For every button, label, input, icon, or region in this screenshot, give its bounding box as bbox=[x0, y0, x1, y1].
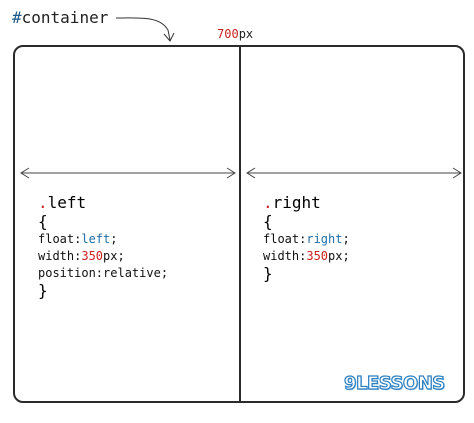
right-code-block: .right { float:right; width:350px; } bbox=[263, 193, 350, 283]
left-selector-name: left bbox=[47, 193, 87, 212]
left-float-line: float:left; bbox=[38, 232, 118, 246]
left-arrowhead-start bbox=[20, 167, 30, 179]
9lessons-logo: 9LESSONS bbox=[343, 372, 445, 394]
left-width-line: width:350px; bbox=[38, 249, 125, 263]
right-width-line: width:350px; bbox=[263, 249, 350, 263]
right-float-value: right bbox=[306, 232, 343, 246]
left-selector: .left bbox=[38, 193, 87, 212]
container-name: container bbox=[21, 8, 109, 27]
right-open-brace: { bbox=[263, 212, 273, 231]
right-width-value: 350 bbox=[306, 249, 329, 263]
right-close-brace: } bbox=[263, 264, 273, 283]
right-float-line: float:right; bbox=[263, 232, 350, 246]
right-arrowhead-start bbox=[246, 167, 256, 179]
left-code-block: .left { float:left; width:350px; positio… bbox=[38, 193, 168, 300]
container-pointer-arrowhead bbox=[163, 32, 175, 42]
hash-symbol: # bbox=[12, 8, 22, 27]
right-selector: .right bbox=[263, 193, 321, 212]
left-width-value: 350 bbox=[81, 249, 104, 263]
container-width-value: 700 bbox=[217, 27, 239, 41]
container-width-unit: px bbox=[238, 27, 254, 41]
container-label: #container bbox=[12, 8, 108, 27]
left-position-line: position:relative; bbox=[38, 266, 169, 280]
left-close-brace: } bbox=[38, 281, 48, 300]
right-selector-name: right bbox=[272, 193, 321, 212]
left-open-brace: { bbox=[38, 212, 48, 231]
container-width-label: 700px bbox=[217, 27, 253, 41]
left-float-value: left bbox=[81, 232, 111, 246]
container-pointer-arrow bbox=[115, 17, 171, 41]
left-arrowhead-end bbox=[226, 167, 236, 179]
right-arrowhead-end bbox=[452, 167, 462, 179]
